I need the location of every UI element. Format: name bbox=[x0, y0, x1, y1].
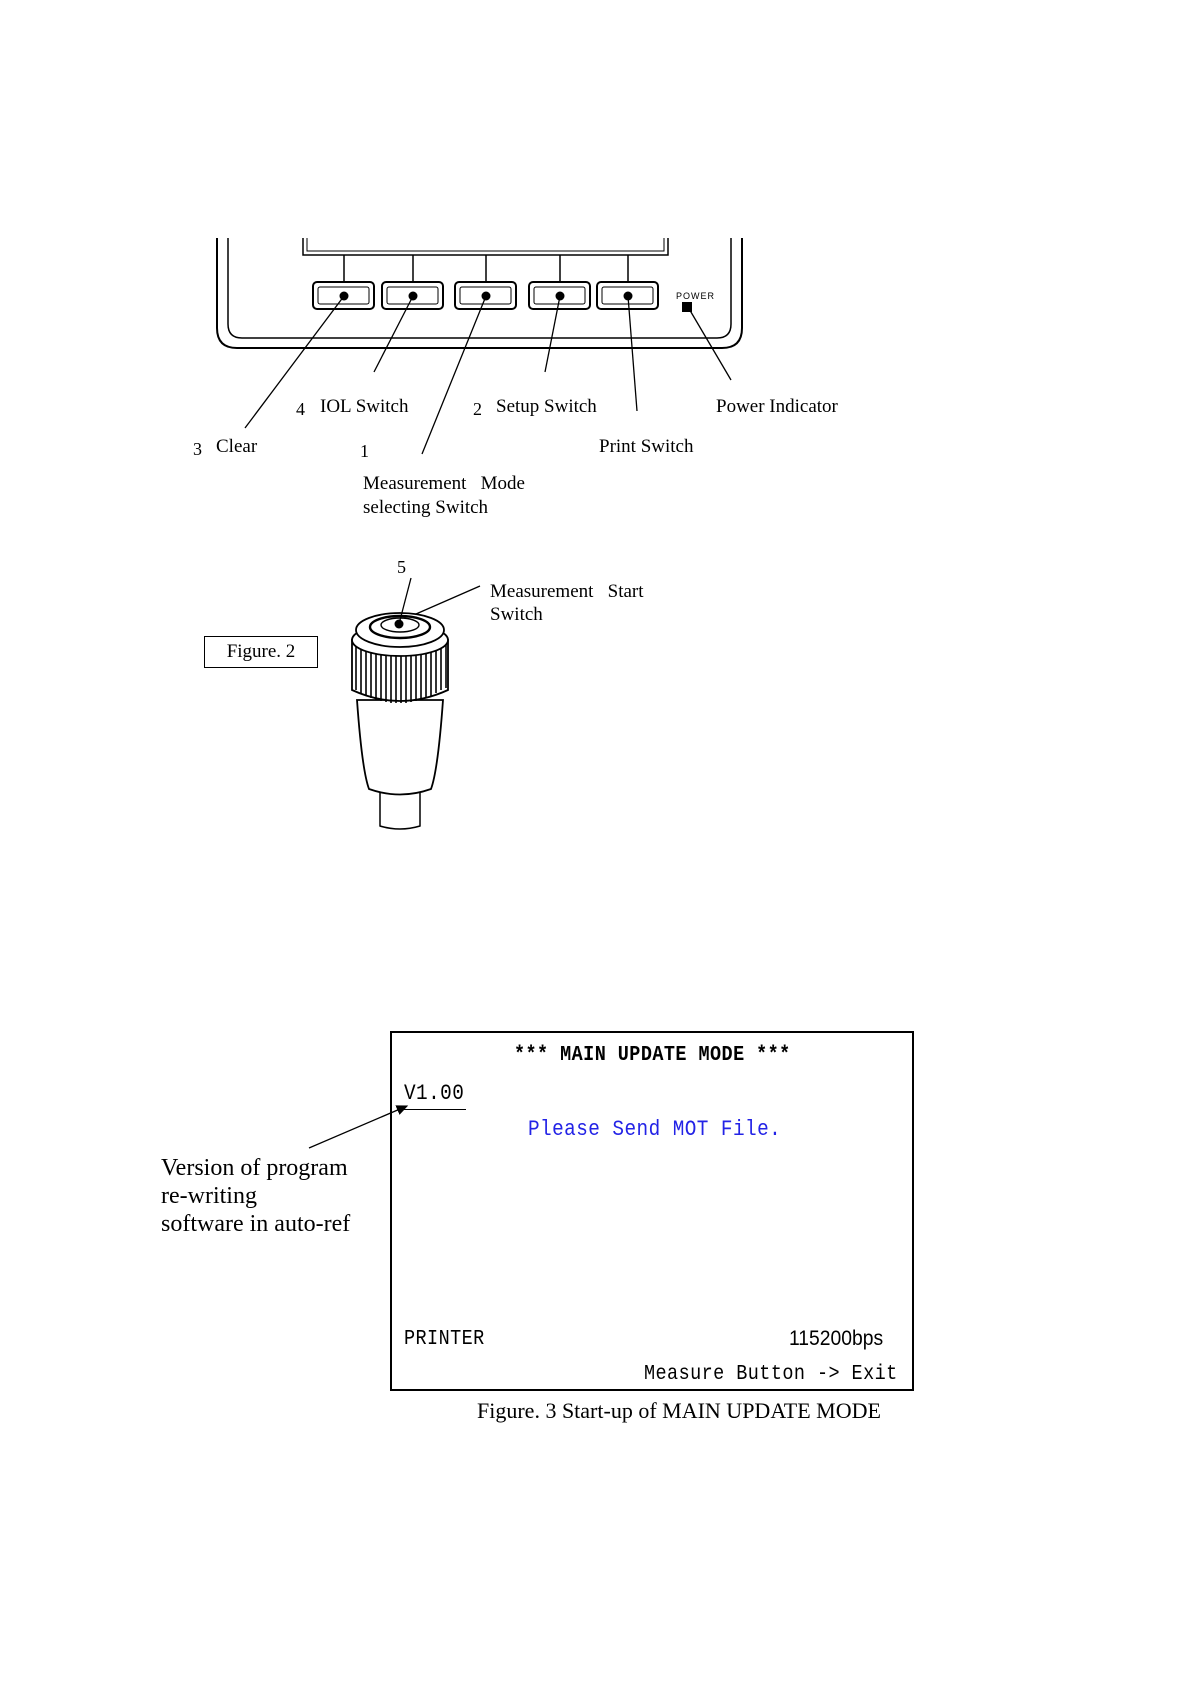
power-mark-label: POWER bbox=[676, 291, 716, 301]
baud-rate: 115200bps bbox=[789, 1327, 884, 1350]
joystick-drawing bbox=[351, 612, 449, 830]
mode-switch-label-line2: selecting Switch bbox=[363, 497, 489, 518]
update-mode-screen: *** MAIN UPDATE MODE *** V1.00 Please Se… bbox=[390, 1031, 914, 1391]
annotation-line3: software in auto-ref bbox=[161, 1211, 351, 1237]
callout-number-1: 1 bbox=[360, 441, 369, 461]
print-switch-label: Print Switch bbox=[599, 436, 694, 457]
exit-hint: Measure Button -> Exit bbox=[644, 1363, 898, 1386]
start-switch-label-line1: Measurement Start bbox=[490, 581, 644, 602]
iol-switch-button bbox=[381, 281, 444, 310]
iol-switch-label: IOL Switch bbox=[320, 396, 409, 417]
clear-button bbox=[312, 281, 375, 310]
send-file-message: Please Send MOT File. bbox=[528, 1117, 782, 1142]
power-indicator-label: Power Indicator bbox=[716, 396, 838, 417]
mode-select-button bbox=[454, 281, 517, 310]
annotation-line1: Version of program bbox=[161, 1155, 348, 1181]
figure-2-caption: Figure. 2 bbox=[204, 636, 318, 668]
version-text: V1.00 bbox=[404, 1081, 465, 1106]
annotation-line2: re-writing bbox=[161, 1183, 257, 1209]
setup-switch-label: Setup Switch bbox=[496, 396, 597, 417]
screen-title: *** MAIN UPDATE MODE *** bbox=[514, 1044, 791, 1067]
setup-switch-button bbox=[528, 281, 591, 310]
printer-label: PRINTER bbox=[404, 1328, 485, 1351]
version-underline bbox=[404, 1109, 466, 1110]
start-switch-label-line2: Switch bbox=[490, 604, 543, 625]
power-led-icon bbox=[682, 302, 692, 312]
callout-number-3: 3 bbox=[193, 439, 202, 459]
callout-number-5: 5 bbox=[397, 557, 406, 577]
control-panel-drawing bbox=[216, 238, 743, 830]
print-switch-button bbox=[596, 281, 659, 310]
callout-number-2: 2 bbox=[473, 399, 482, 419]
mode-switch-label-line1: Measurement Mode bbox=[363, 473, 525, 494]
figure-3-caption: Figure. 3 Start-up of MAIN UPDATE MODE bbox=[477, 1398, 881, 1423]
clear-label: Clear bbox=[216, 436, 258, 457]
callout-number-4: 4 bbox=[296, 399, 305, 419]
